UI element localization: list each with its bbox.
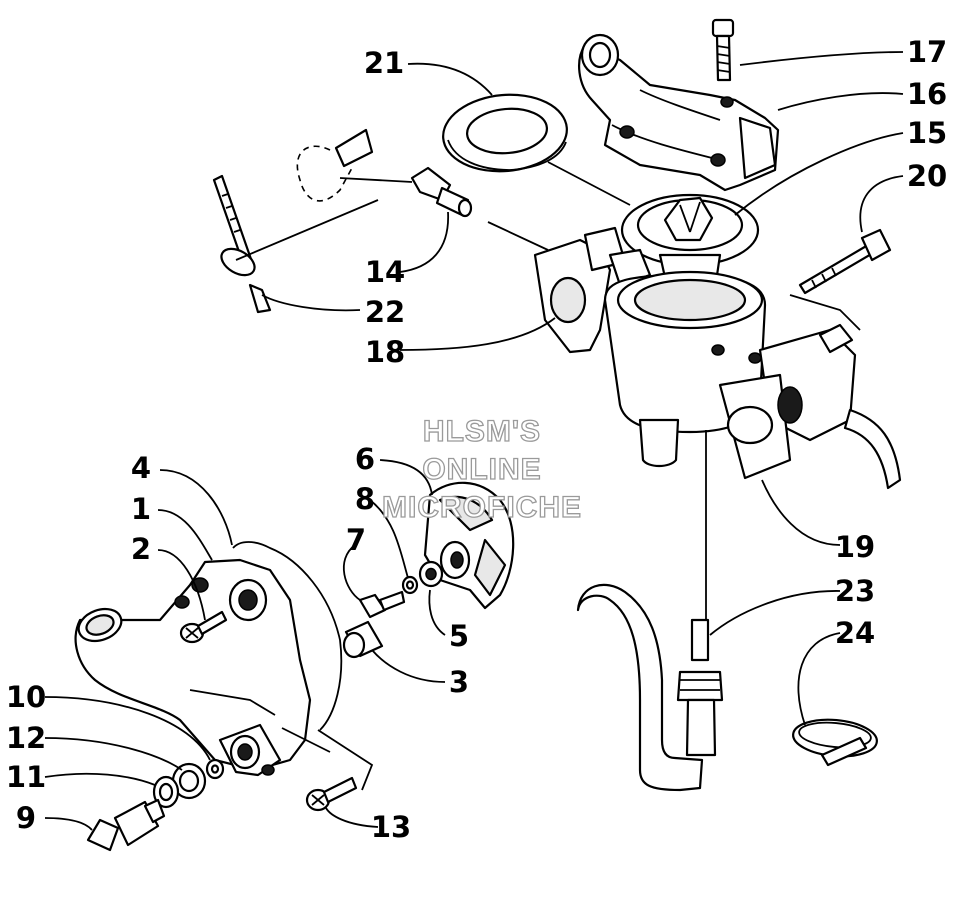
callout-6: 6	[355, 442, 375, 476]
callout-19: 19	[835, 530, 875, 564]
part-16-housing-cover	[578, 33, 780, 192]
callout-16: 16	[907, 77, 947, 111]
leader-lines	[44, 51, 904, 831]
callout-8: 8	[355, 482, 375, 516]
part-17-bolt	[711, 18, 735, 82]
part-8-washer	[401, 575, 419, 595]
part-18-thermostat-housing	[533, 226, 902, 490]
callout-14: 14	[365, 255, 405, 289]
callout-22: 22	[365, 295, 405, 329]
callout-24: 24	[835, 616, 875, 650]
callout-23: 23	[835, 574, 875, 608]
callout-9: 9	[16, 801, 36, 835]
callout-3: 3	[449, 665, 469, 699]
part-3-bushing	[342, 620, 384, 659]
callout-15: 15	[907, 116, 947, 150]
watermark-line-1: HLSM'S	[423, 415, 541, 448]
watermark-line-2: ONLINE	[422, 453, 541, 486]
part-7-bolt	[358, 590, 406, 619]
assembly-lines	[235, 161, 707, 791]
dashed-hose-outline	[296, 128, 374, 202]
callout-17: 17	[907, 35, 947, 69]
part-13-screw	[305, 776, 358, 812]
part-2-screw	[179, 610, 228, 644]
part-22-cable-tie	[212, 174, 272, 314]
part-4-gasket	[232, 541, 343, 731]
watermark: HLSM'S ONLINE MICROFICHE	[381, 414, 582, 524]
callout-10: 10	[6, 680, 46, 714]
callout-2: 2	[131, 532, 151, 566]
part-5-washer	[418, 560, 444, 588]
callout-13: 13	[371, 810, 411, 844]
part-24-hose-clamp	[792, 718, 878, 767]
callout-4: 4	[131, 451, 151, 485]
callout-18: 18	[365, 335, 405, 369]
part-6-impeller	[423, 481, 515, 610]
callout-5: 5	[449, 619, 469, 653]
part-20-bolt	[798, 228, 892, 295]
callout-labels: 21 17 16 15 20 14 22 18 19 23 24 4 1 2 6…	[6, 35, 947, 844]
part-1-pump-housing	[74, 558, 312, 777]
callout-21: 21	[364, 46, 404, 80]
part-14-fitting	[410, 166, 473, 218]
part-10-washer	[205, 758, 225, 780]
callout-1: 1	[131, 492, 151, 526]
part-12-seal	[171, 762, 207, 800]
callout-20: 20	[907, 159, 947, 193]
callout-7: 7	[346, 523, 366, 557]
callout-11: 11	[6, 760, 46, 794]
callout-12: 12	[6, 721, 46, 755]
part-9-drain-plug	[86, 798, 166, 852]
part-21-gasket	[442, 93, 568, 173]
part-23-temp-sensor	[576, 583, 724, 792]
watermark-line-3: MICROFICHE	[382, 491, 582, 524]
part-11-washer	[152, 775, 180, 809]
